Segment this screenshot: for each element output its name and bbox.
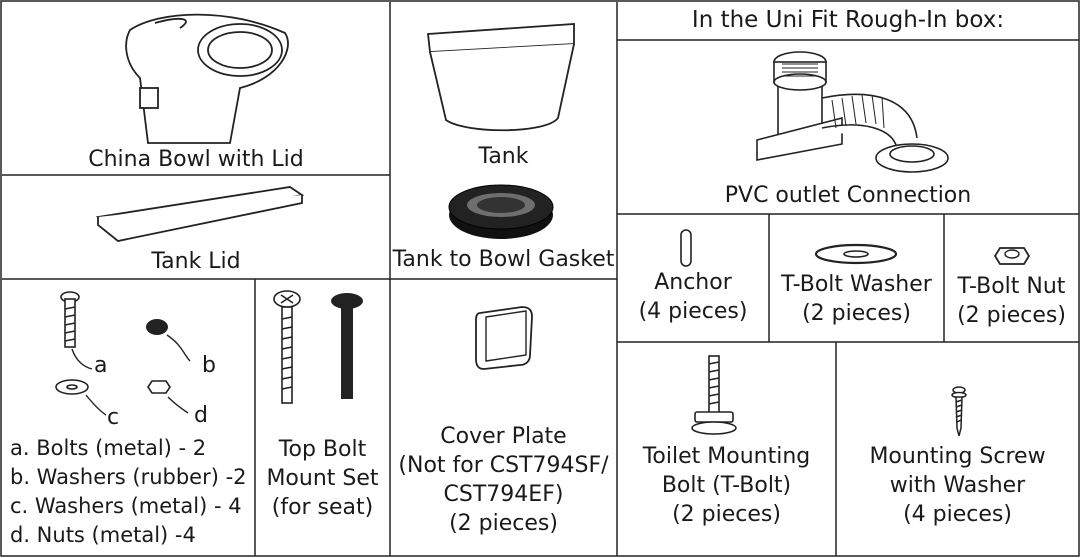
- hardware-list: a. Bolts (metal) - 2 b. Washers (rubber)…: [10, 436, 247, 547]
- pvc-label: PVC outlet Connection: [724, 183, 972, 208]
- cover-plate-cell: Cover Plate (Not for CST794SF/ CST794EF)…: [390, 279, 617, 556]
- cover-plate-label: Cover Plate (Not for CST794SF/ CST794EF)…: [398, 424, 609, 536]
- mounting-screw-illustration: [951, 386, 967, 437]
- anchor-label: Anchor (4 pieces): [638, 270, 748, 324]
- pvc-outlet-illustration: [756, 51, 949, 173]
- gasket-label: Tank to Bowl Gasket: [392, 247, 615, 272]
- tank-label: Tank: [478, 144, 529, 169]
- toilet-bolt-illustration: [691, 355, 737, 435]
- tank-lid-label: Tank Lid: [151, 249, 241, 274]
- tank-illustration: [427, 23, 575, 132]
- top-bolt-label: Top Bolt Mount Set (for seat): [266, 437, 379, 520]
- cover-plate-illustration: [475, 306, 533, 370]
- hardware-illustration: [55, 291, 191, 416]
- hardware-letter-d: d: [194, 403, 208, 428]
- anchor-cell: Anchor (4 pieces): [617, 214, 769, 342]
- mounting-screw-label: Mounting Screw with Washer (4 pieces): [869, 444, 1046, 527]
- tank-cell: Tank: [390, 2, 617, 175]
- tbolt-nut-illustration: [993, 247, 1031, 265]
- tank-lid-illustration: [95, 186, 305, 242]
- anchor-illustration: [680, 229, 692, 267]
- tbolt-washer-cell: T-Bolt Washer (2 pieces): [769, 214, 944, 342]
- tbolt-nut-cell: T-Bolt Nut (2 pieces): [944, 214, 1079, 342]
- tank-lid-cell: Tank Lid: [2, 175, 390, 279]
- china-bowl-label: China Bowl with Lid: [88, 147, 304, 172]
- rough-in-title: In the Uni Fit Rough-In box:: [691, 7, 1005, 33]
- top-bolt-cell: Top Bolt Mount Set (for seat): [255, 279, 390, 556]
- gasket-illustration: [448, 184, 554, 239]
- hardware-letter-c: c: [107, 405, 120, 430]
- tbolt-washer-label: T-Bolt Washer (2 pieces): [781, 272, 932, 326]
- hardware-letter-b: b: [202, 353, 216, 378]
- tbolt-washer-illustration: [814, 243, 898, 265]
- toilet-bolt-cell: Toilet Mounting Bolt (T-Bolt) (2 pieces): [617, 342, 836, 556]
- china-bowl-cell: China Bowl with Lid: [2, 2, 390, 175]
- china-bowl-illustration: [125, 13, 289, 144]
- mounting-screw-cell: Mounting Screw with Washer (4 pieces): [836, 342, 1079, 556]
- hardware-cell: a b c d a. Bolts (metal) - 2 b. Washers …: [2, 279, 255, 556]
- gasket-cell: Tank to Bowl Gasket: [390, 175, 617, 279]
- tbolt-nut-label: T-Bolt Nut (2 pieces): [957, 274, 1066, 328]
- toilet-bolt-label: Toilet Mounting Bolt (T-Bolt) (2 pieces): [642, 444, 811, 527]
- rough-in-title-cell: In the Uni Fit Rough-In box:: [617, 2, 1079, 40]
- pvc-cell: PVC outlet Connection: [617, 40, 1079, 214]
- hardware-letter-a: a: [94, 353, 108, 378]
- top-bolt-illustration: [273, 290, 363, 404]
